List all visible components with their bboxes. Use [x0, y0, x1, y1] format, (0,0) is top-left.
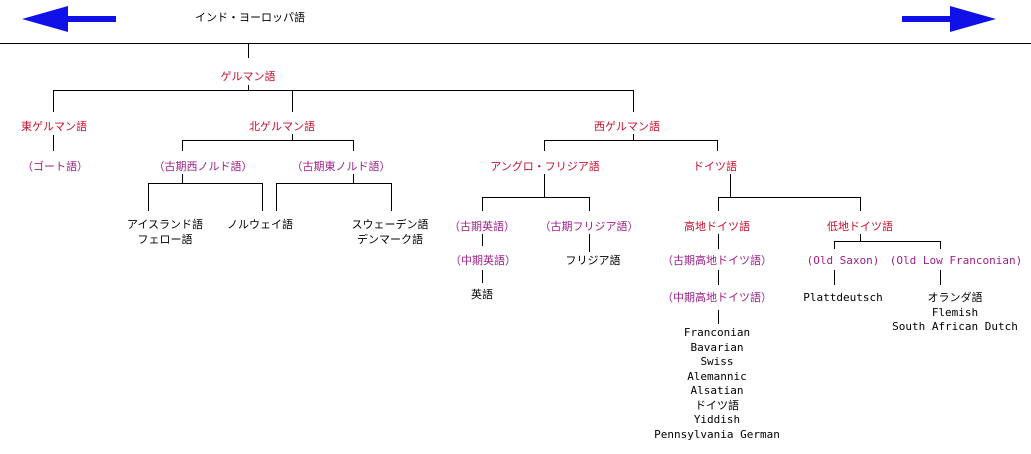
lang-yiddish: Yiddish — [693, 413, 741, 426]
node-gothic: （ゴート語） — [22, 160, 88, 173]
lang-danish: デンマーク語 — [357, 232, 423, 246]
forward-arrow-icon[interactable] — [902, 6, 996, 32]
lang-icelandic: アイスランド語 — [126, 218, 204, 231]
lang-swedish: スウェーデン語 — [351, 218, 429, 231]
node-middle-high-german: （中期高地ドイツ語） — [662, 291, 772, 304]
node-old-english: （古期英語） — [449, 220, 515, 233]
node-high-german[interactable]: 高地ドイツ語 — [684, 220, 750, 233]
lang-bavarian: Bavarian — [690, 340, 744, 354]
lang-dutch: オランダ語 — [927, 291, 983, 304]
lang-pennsylvania-german: Pennsylvania German — [654, 427, 780, 441]
node-west-germanic[interactable]: 西ゲルマン語 — [594, 120, 660, 133]
node-low-german[interactable]: 低地ドイツ語 — [827, 220, 893, 233]
lang-franconian: Franconian — [683, 326, 751, 339]
lang-swiss: Swiss — [700, 355, 734, 368]
node-old-saxon: (Old Saxon) — [806, 254, 880, 267]
node-north-germanic[interactable]: 北ゲルマン語 — [249, 120, 315, 133]
lang-frisian: フリジア語 — [565, 254, 621, 267]
node-old-west-norse: （古期西ノルド語） — [153, 160, 253, 173]
node-old-frisian: （古期フリジア語） — [539, 220, 639, 233]
node-east-germanic[interactable]: 東ゲルマン語 — [21, 120, 87, 133]
group-swedish-danish: スウェーデン語 デンマーク語 — [352, 218, 429, 247]
node-germanic[interactable]: ゲルマン語 — [220, 70, 276, 83]
group-icelandic-faroese: アイスランド語 フェロー語 — [127, 218, 203, 247]
back-arrow-icon[interactable] — [22, 6, 116, 32]
node-old-east-norse: （古期東ノルド語） — [291, 160, 391, 173]
lang-german: ドイツ語 — [695, 398, 739, 412]
node-old-low-franconian: (Old Low Franconian) — [889, 254, 1023, 267]
group-high-german-dialects: Franconian Bavarian Swiss Alemannic Alsa… — [654, 326, 780, 442]
node-old-high-german: （古期高地ドイツ語） — [662, 254, 772, 267]
lang-norwegian: ノルウェイ語 — [227, 218, 293, 231]
node-middle-english: （中期英語） — [450, 254, 516, 267]
lang-alsatian: Alsatian — [690, 384, 744, 397]
lang-english: 英語 — [471, 288, 493, 301]
lang-alemannic: Alemannic — [687, 369, 747, 383]
root-indo-european: インド・ヨーロッパ語 — [195, 11, 305, 24]
lang-south-african-dutch: South African Dutch — [892, 320, 1018, 333]
node-anglo-frisian[interactable]: アングロ・フリジア語 — [490, 160, 600, 173]
lang-flemish: Flemish — [931, 305, 979, 319]
node-german[interactable]: ドイツ語 — [693, 160, 737, 173]
lang-faroese: フェロー語 — [137, 232, 193, 246]
lang-plattdeutsch: Plattdeutsch — [803, 291, 883, 304]
group-dutch-flemish: オランダ語 Flemish South African Dutch — [892, 291, 1018, 335]
